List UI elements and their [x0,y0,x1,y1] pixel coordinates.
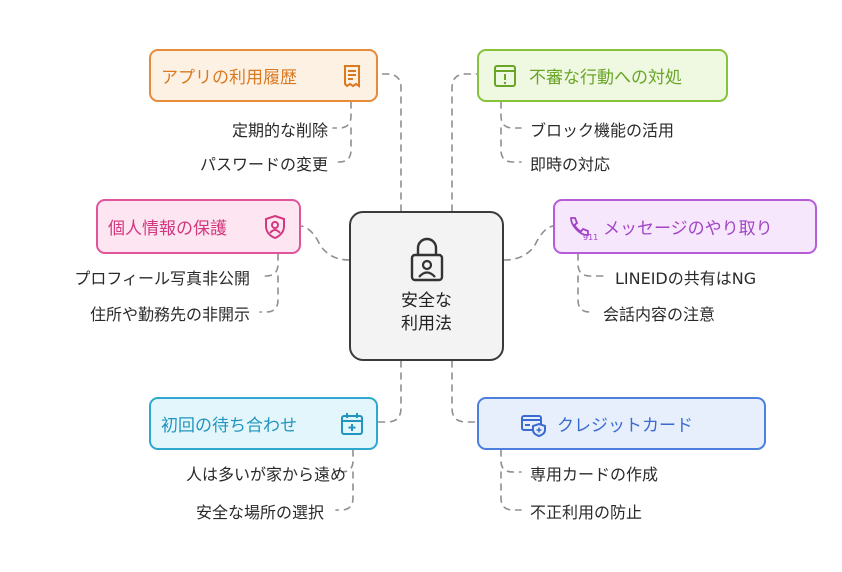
app-history-item-2: パスワードの変更 [199,155,328,174]
shield-user-icon [261,213,289,241]
suspicious-item-1: ブロック機能の活用 [530,121,675,140]
branch-messages-1 [577,253,607,277]
connector-first-meeting [377,360,402,423]
svg-text:911: 911 [583,233,598,241]
app-history-item-1: 定期的な削除 [231,121,328,140]
connector-messages [503,225,554,261]
connector-app-history [377,73,402,212]
card-shield-icon [519,410,547,438]
suspicious-item-2: 即時の対応 [530,155,611,174]
phone-911-icon: 911 [565,213,599,241]
center-title-line1: 安全な [401,291,452,311]
topic-first-meeting-label: 初回の待ち合わせ [161,416,297,436]
branch-first-meeting-2 [335,471,354,511]
topic-first-meeting: 初回の待ち合わせ [149,397,378,450]
calendar-plus-icon [338,410,366,438]
topic-suspicious: 不審な行動への対処 [477,49,728,102]
connector-suspicious [451,73,478,212]
branch-suspicious-1 [500,101,522,129]
topic-personal-info: 個人情報の保護 [96,199,301,254]
branch-credit-card-1 [500,449,522,473]
center-node: 安全な 利用法 [349,211,504,361]
topic-credit-card-label: クレジットカード [557,416,693,436]
topic-personal-info-label: 個人情報の保護 [108,219,227,239]
topic-app-history: アプリの利用履歴 [149,49,378,102]
branch-personal-info-2 [259,275,279,313]
center-title-line2: 利用法 [401,314,452,334]
topic-app-history-label: アプリの利用履歴 [161,68,297,88]
topic-messages: 911 メッセージのやり取り [553,199,817,254]
personal-info-item-2: 住所や勤務先の非開示 [89,305,250,324]
credit-card-item-2: 不正利用の防止 [530,503,643,522]
branch-personal-info-1 [259,253,279,277]
messages-item-1: LINEIDの共有はNG [615,269,757,288]
branch-app-history-2 [332,127,352,163]
personal-info-item-1: プロフィール写真非公開 [74,269,250,288]
connector-credit-card [451,360,478,423]
branch-first-meeting-1 [340,449,354,473]
topic-messages-label: メッセージのやり取り [603,219,773,239]
connector-personal-info [300,225,350,261]
first-meeting-item-2: 安全な場所の選択 [195,503,324,522]
credit-card-item-1: 専用カードの作成 [530,465,659,484]
branch-app-history-1 [332,101,352,129]
lock-user-icon [409,236,445,282]
branch-credit-card-2 [500,471,522,511]
alert-window-icon [491,62,519,90]
topic-suspicious-label: 不審な行動への対処 [529,68,682,88]
branch-suspicious-2 [500,127,522,163]
first-meeting-item-1: 人は多いが家から遠め [185,465,346,484]
messages-item-2: 会話内容の注意 [603,305,716,324]
receipt-icon [338,62,366,90]
branch-messages-2 [577,275,595,313]
topic-credit-card: クレジットカード [477,397,766,450]
